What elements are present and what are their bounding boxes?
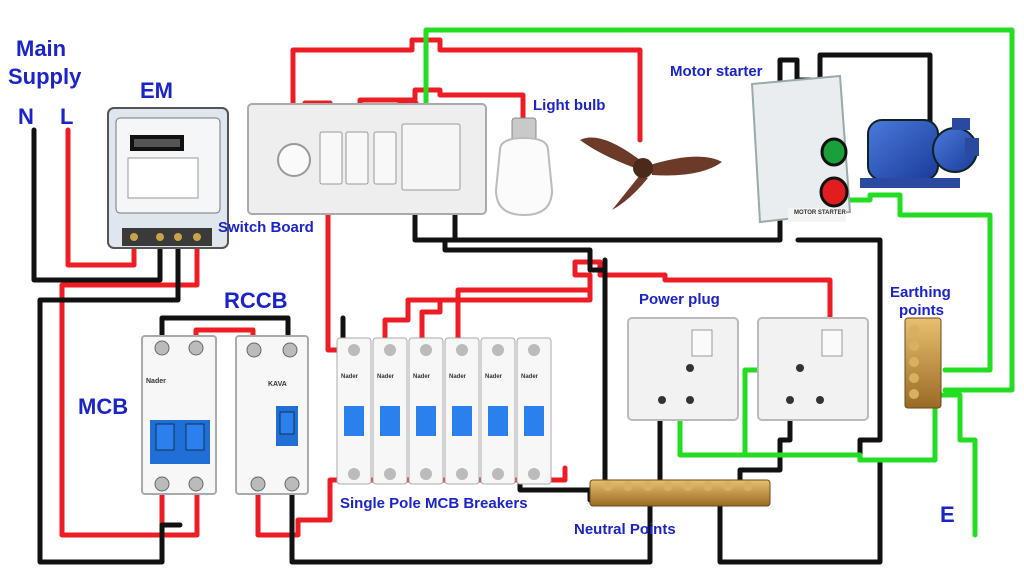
breaker-5 bbox=[480, 337, 516, 485]
breaker-4-brand: Nader bbox=[449, 374, 467, 380]
light-bulb-label: Light bulb bbox=[533, 97, 606, 114]
neutral-points-label: Neutral Points bbox=[574, 521, 676, 538]
earthing-bar bbox=[904, 317, 942, 409]
starter-plate-text: MOTOR STARTER bbox=[794, 210, 846, 216]
single-pole-breakers bbox=[336, 337, 552, 485]
earthing-points-label-line2: points bbox=[899, 302, 944, 319]
earthing-points-label-line1: Earthing bbox=[890, 284, 951, 301]
earth-label: E bbox=[940, 502, 955, 527]
breaker-1-brand: Nader bbox=[341, 374, 359, 380]
main-supply-label-line1: Main bbox=[16, 36, 67, 61]
power-plug-label: Power plug bbox=[639, 291, 720, 308]
live-label: L bbox=[60, 104, 74, 129]
rccb bbox=[235, 335, 309, 495]
light-bulb bbox=[494, 117, 554, 217]
rccb-label: RCCB bbox=[224, 288, 288, 313]
double-pole-mcb bbox=[141, 335, 217, 495]
ceiling-fan bbox=[580, 137, 722, 210]
neutral-bar bbox=[589, 479, 771, 507]
neutral-label: N bbox=[18, 104, 34, 129]
motor-starter-label: Motor starter bbox=[670, 63, 763, 80]
switch-board-label: Switch Board bbox=[218, 219, 314, 236]
breaker-4 bbox=[444, 337, 480, 485]
breaker-1 bbox=[336, 337, 372, 485]
breaker-2-brand: Nader bbox=[377, 374, 395, 380]
water-pump bbox=[860, 118, 979, 188]
single-pole-mcb-label: Single Pole MCB Breakers bbox=[340, 495, 528, 512]
breaker-3-brand: Nader bbox=[413, 374, 431, 380]
energy-meter bbox=[107, 107, 229, 249]
power-sockets bbox=[627, 317, 869, 421]
switch-board bbox=[247, 103, 487, 215]
breaker-2 bbox=[372, 337, 408, 485]
breaker-5-brand: Nader bbox=[485, 374, 503, 380]
motor-starter bbox=[750, 74, 852, 224]
main-supply-label-line2: Supply bbox=[8, 64, 82, 89]
mcb-label: MCB bbox=[78, 394, 129, 419]
energy-meter-label: EM bbox=[140, 78, 173, 103]
mcb-brand-text: Nader bbox=[146, 378, 166, 385]
breaker-3 bbox=[408, 337, 444, 485]
breaker-6-brand: Nader bbox=[521, 374, 539, 380]
rccb-brand-text: KAVA bbox=[268, 381, 287, 388]
breaker-6 bbox=[516, 337, 552, 485]
earth-wires bbox=[423, 27, 1015, 538]
